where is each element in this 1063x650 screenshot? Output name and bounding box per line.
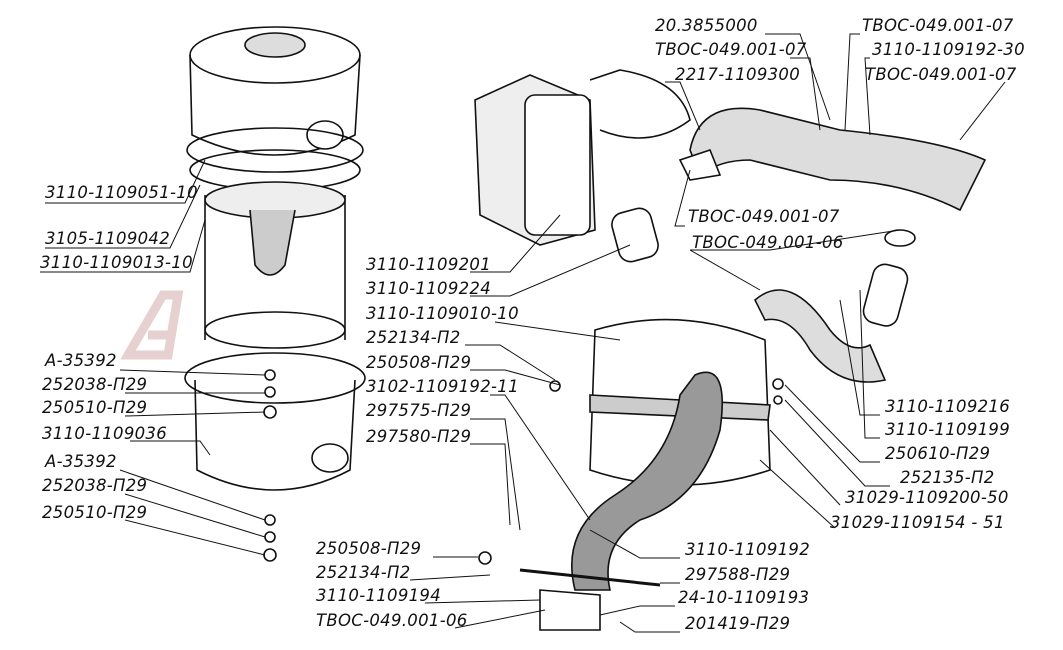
part-label: ТВОС-049.001-06 (692, 233, 844, 252)
part-label: 250508-П29 (316, 539, 422, 558)
part-label: ТВОС-049.001-07 (655, 40, 807, 59)
part-label: ТВОС-049.001-07 (862, 16, 1014, 35)
part-label: 3110-1109010-10 (366, 304, 519, 323)
part-label: 3105-1109042 (45, 229, 171, 248)
intake-box (474, 69, 691, 263)
part-label: 3110-1109192-30 (872, 40, 1025, 59)
part-label: 31029-1109154 - 51 (830, 513, 1005, 532)
part-label: 297575-П29 (366, 401, 472, 420)
logo-icon (120, 290, 184, 360)
air-filter-assembly (184, 26, 366, 562)
part-label: 24-10-1109193 (678, 588, 810, 607)
leader-lines (40, 33, 1006, 633)
part-label: 250508-П29 (366, 353, 472, 372)
part-label: 252134-П2 (316, 563, 411, 582)
part-label: 31029-1109200-50 (845, 488, 1009, 507)
part-label: 20.3855000 (655, 16, 758, 35)
part-label: 252038-П29 (42, 476, 148, 495)
part-label: 3110-1109036 (42, 424, 168, 443)
part-label: 250610-П29 (885, 444, 991, 463)
watermark-logo (118, 278, 198, 364)
part-label: А-35392 (45, 452, 117, 471)
part-label: 3110-1109201 (366, 255, 492, 274)
part-label: 201419-П29 (685, 614, 791, 633)
part-label: ТВОС-049.001-06 (316, 611, 468, 630)
part-label: ТВОС-049.001-07 (688, 207, 840, 226)
part-label: 3110-1109224 (366, 279, 492, 298)
part-label: 3110-1109216 (885, 397, 1011, 416)
part-label: 252134-П2 (366, 328, 461, 347)
part-label: 3102-1109192-11 (366, 377, 519, 396)
part-label: 3110-1109199 (885, 420, 1011, 439)
part-label: А-35392 (45, 351, 117, 370)
part-label: ТВОС-049.001-07 (865, 65, 1017, 84)
top-hose (678, 107, 987, 212)
part-label: 2217-1109300 (675, 65, 801, 84)
part-label: 250510-П29 (42, 398, 148, 417)
part-label: 297580-П29 (366, 427, 472, 446)
part-label: 3110-1109192 (685, 540, 811, 559)
part-label: 3110-1109013-10 (40, 253, 193, 272)
part-label: 3110-1109194 (316, 586, 442, 605)
part-label: 3110-1109051-10 (45, 183, 198, 202)
part-label: 252135-П2 (900, 468, 995, 487)
resonator-and-hose (478, 318, 784, 631)
elbow-hose (754, 229, 916, 383)
part-label: 250510-П29 (42, 503, 148, 522)
part-label: 252038-П29 (42, 375, 148, 394)
part-label: 297588-П29 (685, 565, 791, 584)
